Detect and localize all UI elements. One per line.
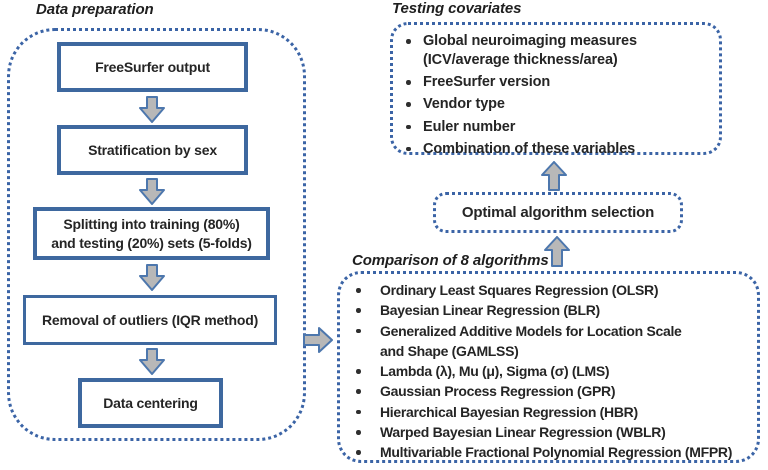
flow-arrow-down-icon	[139, 96, 165, 123]
flow-arrow-down-icon	[139, 178, 165, 205]
data-preparation-title: Data preparation	[36, 1, 154, 18]
step-freesurfer-output: FreeSurfer output	[57, 42, 248, 92]
flow-arrow-down-icon	[139, 264, 165, 291]
comparison-title: Comparison of 8 algorithms	[352, 252, 549, 269]
testing-covariates-list: Global neuroimaging measures (ICV/averag…	[393, 32, 711, 159]
algorithm-item: Warped Bayesian Linear Regression (WBLR)	[340, 422, 753, 442]
comparison-container: Ordinary Least Squares Regression (OLSR)…	[337, 271, 760, 463]
flow-arrow-right-icon	[303, 327, 333, 353]
flow-arrow-up-icon	[544, 236, 570, 267]
algorithm-item: Hierarchical Bayesian Regression (HBR)	[340, 402, 753, 422]
covariate-item: Global neuroimaging measures (ICV/averag…	[393, 32, 711, 70]
step-splitting: Splitting into training (80%) and testin…	[33, 207, 270, 260]
algorithm-list: Ordinary Least Squares Regression (OLSR)…	[340, 280, 753, 463]
algorithm-item: Ordinary Least Squares Regression (OLSR)	[340, 280, 753, 300]
covariate-item: Euler number	[393, 118, 711, 137]
step-data-centering: Data centering	[78, 378, 223, 428]
covariate-item: Combination of these variables	[393, 140, 711, 159]
testing-covariates-container: Global neuroimaging measures (ICV/averag…	[390, 22, 722, 157]
step-outlier-removal: Removal of outliers (IQR method)	[23, 295, 277, 345]
algorithm-item: Generalized Additive Models for Location…	[340, 321, 753, 362]
flow-arrow-up-icon	[541, 161, 567, 191]
algorithm-item: Bayesian Linear Regression (BLR)	[340, 300, 753, 320]
optimal-algorithm-selection-box: Optimal algorithm selection	[433, 192, 683, 233]
step-stratification: Stratification by sex	[57, 125, 248, 175]
testing-covariates-title: Testing covariates	[392, 0, 522, 17]
algorithm-item: Gaussian Process Regression (GPR)	[340, 381, 753, 401]
algorithm-item: Multivariable Fractional Polynomial Regr…	[340, 442, 753, 462]
data-preparation-container	[7, 28, 306, 441]
covariate-item: FreeSurfer version	[393, 73, 711, 92]
algorithm-item: Lambda (λ), Mu (μ), Sigma (σ) (LMS)	[340, 361, 753, 381]
flow-arrow-down-icon	[139, 348, 165, 375]
optimal-algorithm-selection-label: Optimal algorithm selection	[461, 204, 655, 221]
covariate-item: Vendor type	[393, 95, 711, 114]
